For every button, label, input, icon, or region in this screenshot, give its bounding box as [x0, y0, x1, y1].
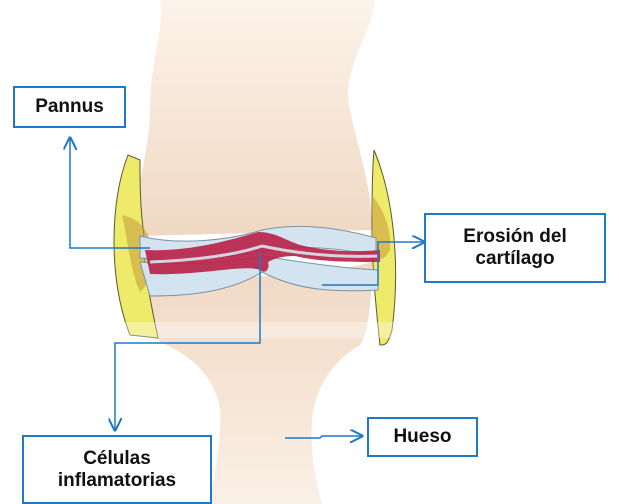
hueso-label: Hueso — [367, 417, 478, 457]
celulas-label-line2: inflamatorias — [58, 470, 176, 492]
fade-band — [0, 322, 619, 338]
hueso-label-text: Hueso — [393, 426, 451, 448]
pannus-label: Pannus — [13, 86, 126, 128]
erosion-label-line2: cartílago — [463, 248, 566, 270]
erosion-label-line1: Erosión del — [463, 226, 566, 248]
celulas-label: Células inflamatorias — [22, 435, 212, 504]
celulas-label-line1: Células — [58, 448, 176, 470]
erosion-label: Erosión del cartílago — [424, 213, 606, 283]
pannus-label-text: Pannus — [35, 96, 104, 118]
upper-bone — [136, 0, 375, 236]
